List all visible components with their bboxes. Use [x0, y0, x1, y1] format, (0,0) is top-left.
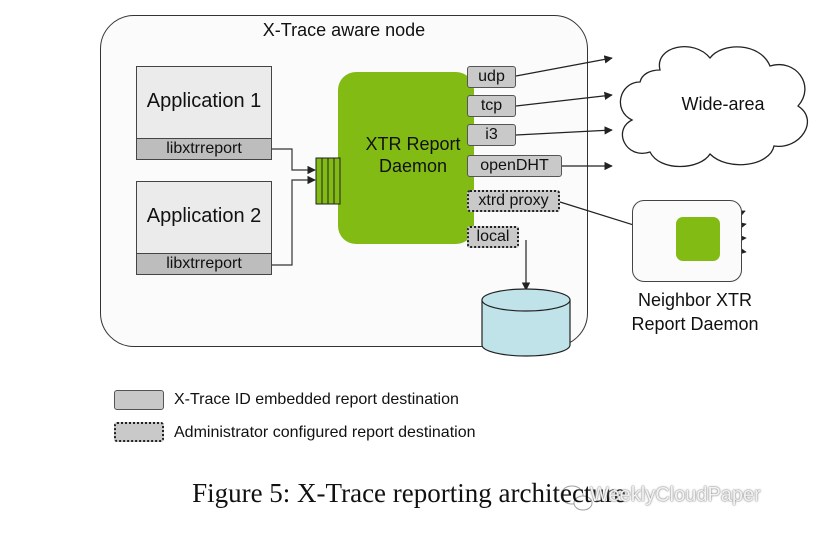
application-2-label: Application 2: [146, 205, 262, 227]
daemon-label-line1: XTR Report: [365, 134, 461, 154]
lib2-to-queue-arrow: [272, 175, 316, 266]
watermark-text: WeeklyCloudPaper: [590, 484, 761, 506]
udp-arrow: [515, 55, 613, 77]
legend-text-admin: Administrator configured report destinat…: [174, 424, 476, 441]
figure-caption: Figure 5: X-Trace reporting architecture: [192, 478, 626, 508]
wide-area-label: Wide-area: [681, 94, 765, 114]
application-2-box: Application 2 libxtrreport: [136, 181, 272, 275]
message-queue-icon: [315, 157, 341, 205]
daemon-label-line2: Daemon: [378, 156, 448, 176]
port-opendht: openDHT: [467, 155, 562, 177]
neighbor-daemon-node: [676, 217, 720, 261]
libxtrreport-1: libxtrreport: [136, 138, 272, 160]
wide-area-cloud-icon: [619, 46, 809, 168]
node-title: X-Trace aware node: [262, 20, 426, 40]
port-i3: i3: [467, 124, 516, 146]
legend-text-embedded: X-Trace ID embedded report destination: [174, 391, 459, 408]
wechat-logo-icon: [560, 485, 593, 511]
neighbor-label-line2: Report Daemon: [631, 314, 759, 334]
port-udp: udp: [467, 66, 516, 88]
legend-swatch-embedded: [114, 390, 164, 410]
tcp-arrow: [515, 91, 613, 107]
neighbor-label: Neighbor XTR Report Daemon: [610, 288, 780, 336]
application-1-label: Application 1: [146, 90, 262, 112]
libxtrreport-2: libxtrreport: [136, 253, 272, 275]
application-1-box: Application 1 libxtrreport: [136, 66, 272, 160]
i3-arrow: [515, 126, 613, 136]
xtr-report-daemon: [338, 72, 474, 244]
database-cylinder-icon: [481, 288, 571, 357]
lib1-to-queue-arrow: [272, 148, 316, 175]
port-local: local: [467, 226, 519, 248]
port-tcp: tcp: [467, 95, 516, 117]
port-xtrd-proxy: xtrd proxy: [467, 190, 560, 212]
legend-swatch-admin: [114, 422, 164, 442]
daemon-label: XTR Report Daemon: [338, 133, 488, 177]
neighbor-label-line1: Neighbor XTR: [637, 290, 753, 310]
